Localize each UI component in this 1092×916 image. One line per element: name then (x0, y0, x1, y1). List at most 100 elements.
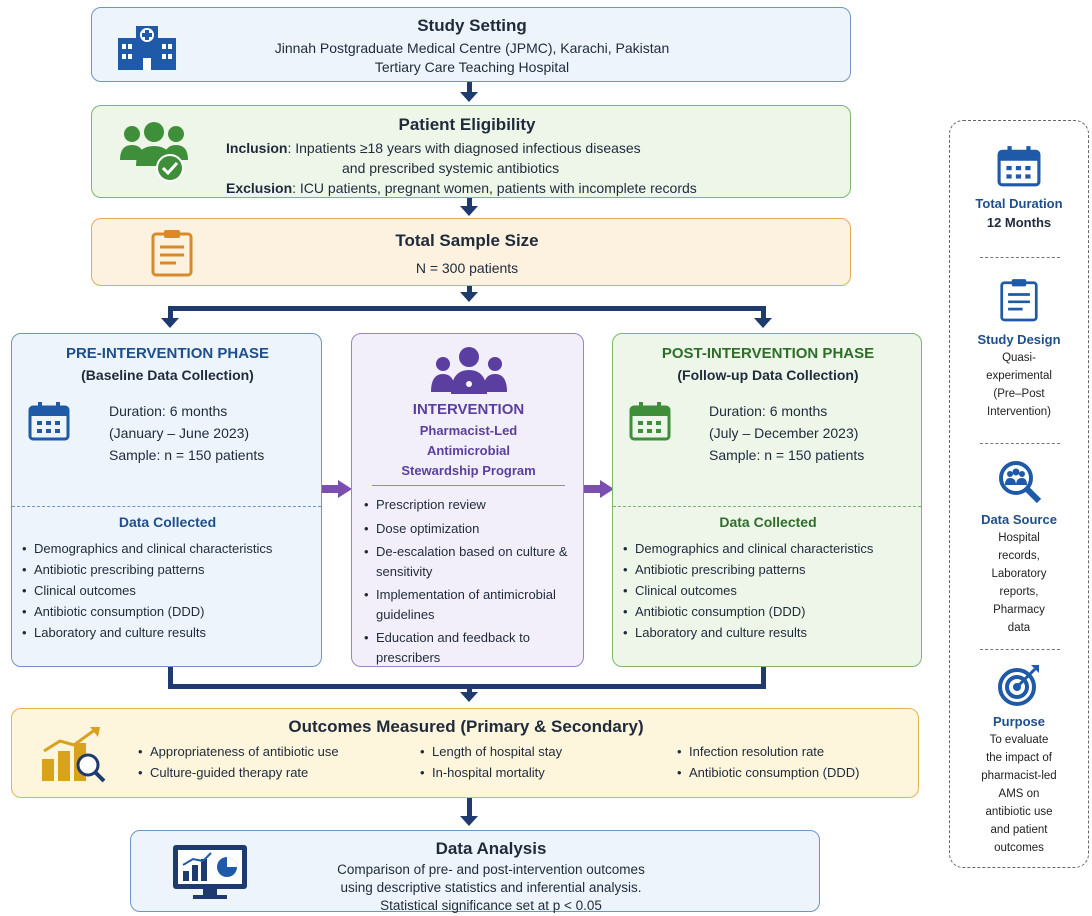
setting-line2: Tertiary Care Teaching Hospital (374, 59, 570, 75)
design-line: (Pre–Post (993, 388, 1045, 400)
list-item: Antibiotic consumption (DDD) (621, 601, 919, 622)
purpose-line: To evaluate (989, 734, 1049, 746)
connector (467, 684, 472, 694)
pre-divider (12, 506, 321, 507)
outcomes-box: Outcomes Measured (Primary & Secondary) … (11, 708, 919, 798)
list-item: Antibiotic prescribing patterns (20, 559, 320, 580)
source-line: records, (998, 550, 1040, 562)
pre-subtitle: (Baseline Data Collection) (81, 367, 254, 383)
connector (467, 82, 472, 94)
list-item: Culture-guided therapy rate (136, 762, 339, 783)
calendar-icon (28, 401, 70, 446)
exclusion-label: Exclusion (226, 180, 293, 196)
setting-title: Study Setting (417, 16, 527, 35)
arrow-right (584, 480, 614, 503)
sample-size-box: Total Sample Size N = 300 patients (91, 218, 851, 286)
analysis-line3: Statistical significance set at p < 0.05 (380, 898, 602, 913)
side-divider (980, 649, 1060, 650)
post-divider (613, 506, 921, 507)
pre-duration: Duration: 6 months (109, 403, 228, 419)
side-divider (980, 443, 1060, 444)
list-item: Demographics and clinical characteristic… (20, 538, 320, 559)
list-item: Laboratory and culture results (621, 622, 919, 643)
list-item: Antibiotic consumption (DDD) (675, 762, 860, 783)
calendar-icon (629, 401, 671, 446)
arrow-down (161, 318, 179, 328)
connector (467, 198, 472, 208)
analysis-line1: Comparison of pre- and post-intervention… (337, 862, 645, 877)
arrow-down (460, 206, 478, 216)
list-item: Length of hospital stay (418, 741, 562, 762)
design-title: Study Design (977, 332, 1061, 347)
purpose-line: the impact of (986, 752, 1052, 764)
connector (467, 286, 472, 294)
list-item: Clinical outcomes (621, 580, 919, 601)
intervention-box: INTERVENTION Pharmacist-Led Antimicrobia… (351, 333, 584, 667)
list-item: Infection resolution rate (675, 741, 860, 762)
arrow-down (460, 816, 478, 826)
arrow-down (460, 692, 478, 702)
intervention-divider (372, 485, 565, 486)
outcomes-col1: Appropriateness of antibiotic use Cultur… (136, 741, 339, 783)
connector (467, 798, 472, 818)
intervention-sub2: Antimicrobial (426, 443, 511, 458)
analysis-title: Data Analysis (435, 839, 547, 858)
magnifier-people-icon (999, 461, 1042, 504)
pre-intervention-box: PRE-INTERVENTION PHASE (Baseline Data Co… (11, 333, 322, 667)
monitor-chart-icon (171, 843, 249, 906)
side-panel: Total Duration 12 Months Study Design Qu… (949, 120, 1089, 868)
analysis-box: Data Analysis Comparison of pre- and pos… (130, 830, 820, 913)
post-data-list: Demographics and clinical characteristic… (621, 538, 919, 643)
source-line: data (1007, 622, 1031, 634)
pre-title: PRE-INTERVENTION PHASE (65, 345, 270, 362)
purpose-line: and patient (990, 824, 1048, 836)
inclusion-text: : Inpatients ≥18 years with diagnosed in… (287, 140, 641, 156)
design-line: experimental (986, 370, 1052, 382)
pre-period: (January – June 2023) (109, 425, 250, 441)
list-item: Demographics and clinical characteristic… (621, 538, 919, 559)
list-item: Antibiotic consumption (DDD) (20, 601, 320, 622)
post-subtitle: (Follow-up Data Collection) (677, 367, 859, 383)
growth-chart-icon (40, 725, 108, 788)
source-line: Hospital (998, 532, 1040, 544)
inclusion-label: Inclusion (226, 140, 288, 156)
outcomes-col2: Length of hospital stay In-hospital mort… (418, 741, 562, 783)
purpose-line: antibiotic use (985, 806, 1053, 818)
list-item: Laboratory and culture results (20, 622, 320, 643)
post-period: (July – December 2023) (709, 425, 859, 441)
source-line: Laboratory (991, 568, 1047, 580)
calendar-icon (997, 146, 1041, 187)
connector (761, 306, 766, 320)
connector (168, 306, 173, 320)
pre-data-title: Data Collected (118, 514, 217, 530)
arrow-down (460, 92, 478, 102)
pharmacist-icon (427, 346, 511, 399)
arrow-down (460, 292, 478, 302)
duration-title: Total Duration (975, 196, 1063, 211)
post-intervention-box: POST-INTERVENTION PHASE (Follow-up Data … (612, 333, 922, 667)
exclusion-text: : ICU patients, pregnant women, patients… (292, 180, 697, 196)
duration-value: 12 Months (986, 215, 1052, 230)
outcomes-title: Outcomes Measured (Primary & Secondary) (288, 717, 644, 736)
analysis-line2: using descriptive statistics and inferen… (340, 880, 642, 895)
intervention-title: INTERVENTION (412, 401, 525, 418)
connector (761, 667, 766, 688)
side-divider (980, 257, 1060, 258)
list-item: De-escalation based on culture & sensiti… (362, 542, 572, 582)
purpose-title: Purpose (992, 714, 1045, 729)
post-duration: Duration: 6 months (709, 403, 828, 419)
list-item: Dose optimization (362, 518, 572, 539)
purpose-line: pharmacist-led (981, 770, 1057, 782)
eligibility-box: Patient Eligibility Inclusion: Inpatient… (91, 105, 851, 198)
source-line: Pharmacy (993, 604, 1045, 616)
connector (168, 667, 173, 688)
source-title: Data Source (981, 512, 1057, 527)
patients-check-icon (118, 120, 192, 189)
list-item: Antibiotic prescribing patterns (621, 559, 919, 580)
post-title: POST-INTERVENTION PHASE (661, 345, 875, 362)
clipboard-icon (150, 229, 194, 282)
post-data-title: Data Collected (719, 514, 817, 530)
design-line: Quasi- (1002, 352, 1036, 364)
arrow-down (754, 318, 772, 328)
clipboard-icon (1000, 279, 1038, 322)
